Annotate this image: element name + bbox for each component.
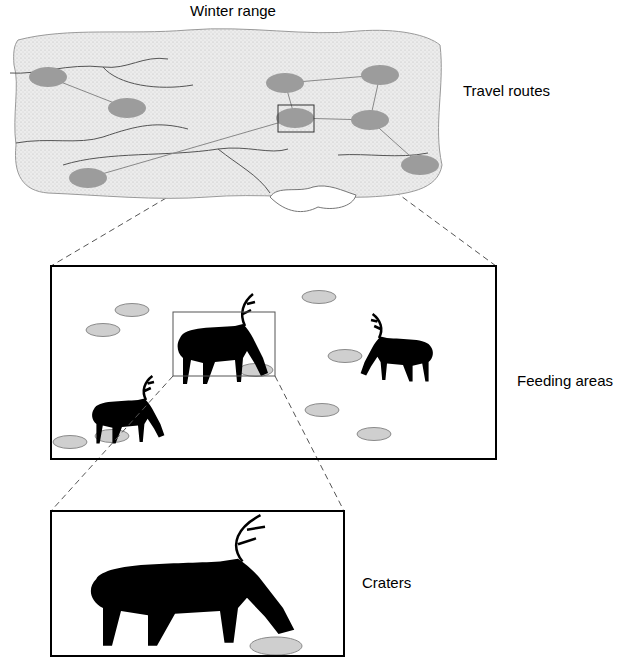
range-outline xyxy=(14,29,442,199)
feeding-area-patch xyxy=(276,108,314,128)
reindeer-silhouette xyxy=(92,376,164,444)
reindeer-antler xyxy=(242,294,255,326)
craters-box: Craters xyxy=(50,510,345,657)
feeding-area-patch xyxy=(351,110,389,130)
travel-route xyxy=(88,118,295,178)
crater-patch xyxy=(305,404,339,417)
reindeer-body xyxy=(361,337,433,382)
feeding-area-patch xyxy=(361,65,399,85)
reindeer-antler xyxy=(144,376,154,400)
reindeer-body xyxy=(91,559,294,646)
region-label: Craters xyxy=(362,574,411,592)
river-line xyxy=(103,67,193,87)
reindeer-silhouette xyxy=(91,515,294,646)
winter-range-map xyxy=(8,25,445,203)
reindeer-body xyxy=(178,324,268,384)
region-label: Travel routes xyxy=(463,82,550,100)
river-line xyxy=(338,153,428,156)
zoom-line xyxy=(275,376,344,511)
zoom-connector xyxy=(51,376,344,511)
crater-patch xyxy=(115,304,149,317)
reindeer-body xyxy=(92,399,164,444)
region-label: Feeding areas xyxy=(517,372,613,390)
zoom-frame xyxy=(173,312,275,376)
crater-patch xyxy=(53,436,87,449)
river-line xyxy=(16,125,188,143)
feeding-area-patch xyxy=(266,73,304,93)
crater-patch xyxy=(86,324,120,337)
zoom-frame xyxy=(278,105,314,132)
feeding-area-patch xyxy=(401,155,439,175)
river-line xyxy=(63,148,288,165)
feeding-area-patch xyxy=(29,67,67,87)
winter-range-region: Winter rangeTravel routes xyxy=(8,25,445,203)
crater-patch xyxy=(302,291,336,304)
reindeer-silhouette xyxy=(361,314,433,382)
river-line xyxy=(218,149,270,193)
region-label: Winter range xyxy=(190,2,276,20)
lake-shape xyxy=(270,186,356,212)
feeding-areas-box: Feeding areas xyxy=(50,265,497,460)
reindeer-antler xyxy=(371,314,381,338)
crater-patch xyxy=(328,350,362,363)
crater-patch xyxy=(357,428,391,441)
feeding-area-patch xyxy=(69,168,107,188)
reindeer-antler xyxy=(236,515,265,561)
crater-patch xyxy=(250,637,302,655)
zoom-line xyxy=(51,376,173,511)
feeding-area-patch xyxy=(108,98,146,118)
reindeer-silhouette xyxy=(178,294,268,384)
